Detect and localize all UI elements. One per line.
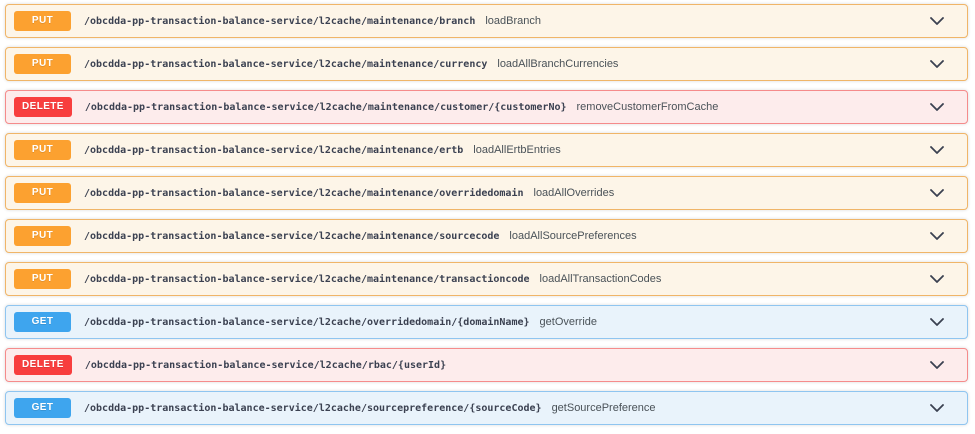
- endpoint-row[interactable]: PUT /obcdda-pp-transaction-balance-servi…: [5, 176, 968, 210]
- http-method-badge: DELETE: [14, 97, 72, 117]
- chevron-down-icon[interactable]: [929, 188, 945, 198]
- http-method-badge: GET: [14, 312, 71, 332]
- endpoint-path: /obcdda-pp-transaction-balance-service/l…: [84, 58, 488, 70]
- chevron-down-icon[interactable]: [929, 16, 945, 26]
- endpoint-summary: loadBranch: [485, 15, 541, 27]
- endpoint-path: /obcdda-pp-transaction-balance-service/l…: [84, 101, 567, 113]
- endpoint-summary: loadAllErtbEntries: [473, 144, 561, 156]
- http-method-badge: PUT: [14, 183, 71, 203]
- endpoint-path: /obcdda-pp-transaction-balance-service/l…: [84, 230, 500, 242]
- http-method-badge: PUT: [14, 226, 71, 246]
- http-method-badge: PUT: [14, 54, 71, 74]
- endpoint-path: /obcdda-pp-transaction-balance-service/l…: [84, 187, 524, 199]
- endpoint-row[interactable]: DELETE /obcdda-pp-transaction-balance-se…: [5, 90, 968, 124]
- endpoint-path: /obcdda-pp-transaction-balance-service/l…: [84, 273, 530, 285]
- endpoint-summary: loadAllTransactionCodes: [539, 273, 662, 285]
- http-method-badge: DELETE: [14, 355, 72, 375]
- endpoint-path: /obcdda-pp-transaction-balance-service/l…: [84, 359, 447, 371]
- chevron-down-icon[interactable]: [929, 274, 945, 284]
- endpoint-row[interactable]: PUT /obcdda-pp-transaction-balance-servi…: [5, 133, 968, 167]
- endpoint-row[interactable]: GET /obcdda-pp-transaction-balance-servi…: [5, 391, 968, 425]
- chevron-down-icon[interactable]: [929, 403, 945, 413]
- endpoint-path: /obcdda-pp-transaction-balance-service/l…: [84, 15, 476, 27]
- endpoint-path: /obcdda-pp-transaction-balance-service/l…: [84, 144, 464, 156]
- endpoint-row[interactable]: PUT /obcdda-pp-transaction-balance-servi…: [5, 4, 968, 38]
- endpoint-summary: getSourcePreference: [551, 402, 656, 414]
- endpoint-row[interactable]: GET /obcdda-pp-transaction-balance-servi…: [5, 305, 968, 339]
- endpoint-summary: getOverride: [539, 316, 598, 328]
- api-endpoint-list: PUT /obcdda-pp-transaction-balance-servi…: [5, 4, 968, 425]
- chevron-down-icon[interactable]: [929, 59, 945, 69]
- endpoint-row[interactable]: DELETE /obcdda-pp-transaction-balance-se…: [5, 348, 968, 382]
- endpoint-row[interactable]: PUT /obcdda-pp-transaction-balance-servi…: [5, 47, 968, 81]
- http-method-badge: PUT: [14, 11, 71, 31]
- chevron-down-icon[interactable]: [929, 145, 945, 155]
- endpoint-path: /obcdda-pp-transaction-balance-service/l…: [84, 316, 530, 328]
- chevron-down-icon[interactable]: [929, 102, 945, 112]
- endpoint-summary: loadAllBranchCurrencies: [497, 58, 619, 70]
- chevron-down-icon[interactable]: [929, 231, 945, 241]
- endpoint-row[interactable]: PUT /obcdda-pp-transaction-balance-servi…: [5, 219, 968, 253]
- http-method-badge: PUT: [14, 269, 71, 289]
- chevron-down-icon[interactable]: [929, 317, 945, 327]
- http-method-badge: GET: [14, 398, 71, 418]
- endpoint-summary: removeCustomerFromCache: [576, 101, 719, 113]
- endpoint-row[interactable]: PUT /obcdda-pp-transaction-balance-servi…: [5, 262, 968, 296]
- endpoint-summary: loadAllOverrides: [533, 187, 615, 199]
- endpoint-summary: loadAllSourcePreferences: [509, 230, 637, 242]
- http-method-badge: PUT: [14, 140, 71, 160]
- endpoint-path: /obcdda-pp-transaction-balance-service/l…: [84, 402, 542, 414]
- chevron-down-icon[interactable]: [929, 360, 945, 370]
